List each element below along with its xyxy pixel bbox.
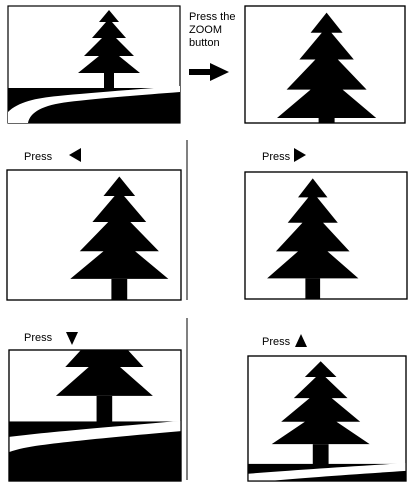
down-triangle-icon — [66, 332, 78, 345]
press-down-label: Press — [24, 332, 53, 344]
zoom-instruction-line-2: ZOOM — [189, 24, 222, 36]
caption-press-left: Press — [24, 148, 81, 163]
panel-original — [8, 6, 180, 123]
right-arrow-icon — [189, 63, 229, 81]
right-triangle-icon — [294, 148, 306, 162]
left-triangle-icon — [69, 148, 81, 162]
zoom-instruction: Press the ZOOM button — [189, 11, 235, 81]
press-right-label: Press — [262, 151, 291, 163]
panel-pan-right — [164, 172, 413, 358]
up-triangle-icon — [295, 334, 307, 347]
caption-press-right: Press — [262, 148, 306, 163]
zoom-instruction-line-1: Press the — [189, 11, 235, 23]
press-up-label: Press — [262, 336, 291, 348]
zoom-instruction-line-3: button — [189, 37, 220, 49]
panel-pan-up — [161, 356, 413, 488]
caption-press-up: Press — [262, 334, 307, 348]
caption-press-down: Press — [24, 332, 78, 345]
press-left-label: Press — [24, 151, 53, 163]
panel-pan-down — [0, 289, 215, 481]
